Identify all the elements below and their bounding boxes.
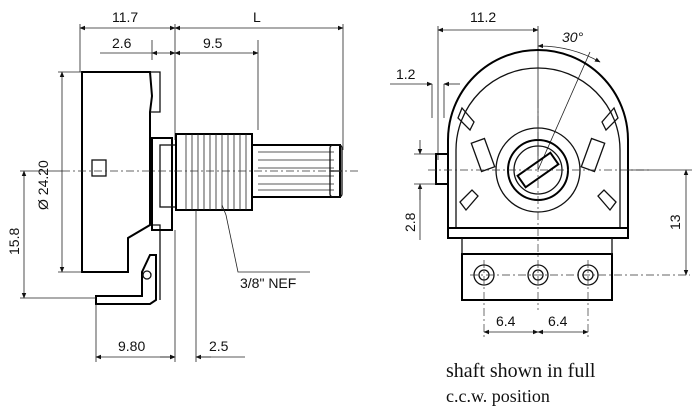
dim-label-2-6: 2.6: [112, 35, 132, 51]
pot-front-body: [447, 49, 629, 229]
shaft-slot: [516, 151, 560, 189]
mounting-lug: [95, 254, 157, 305]
thread-lines: [185, 134, 247, 210]
front-plate: [151, 137, 173, 231]
dim-label-15-8: 15.8: [6, 228, 22, 255]
side-view: 11.7 L 2.6 9.5: [6, 9, 360, 362]
shaft-knurl: [258, 151, 334, 191]
note-line-2: c.c.w. position: [446, 386, 550, 406]
pot-body: [81, 71, 154, 273]
dim-label-30: 30°: [562, 29, 584, 45]
dim-arc-30: [537, 43, 601, 63]
front-view: 11.2 30° 1.2 2.: [390, 9, 692, 338]
dim-label-L: L: [253, 9, 261, 25]
dim-label-2-8: 2.8: [402, 212, 418, 232]
threaded-bushing: [175, 133, 253, 211]
note-line-1: shaft shown in full: [446, 360, 596, 382]
dim-label-pitch-left: 6.4: [496, 313, 516, 329]
dim-label-1-2: 1.2: [396, 66, 416, 82]
terminal-block: [461, 253, 613, 301]
dim-label-13: 13: [667, 214, 683, 230]
rear-stub: [91, 159, 107, 177]
left-tab: [435, 153, 449, 185]
dim-label-2-5: 2.5: [209, 338, 229, 354]
dim-label-diameter: Ø 24.20: [35, 160, 51, 210]
thread-label: 3/8" NEF: [240, 275, 296, 291]
dim-label-9-5: 9.5: [203, 35, 223, 51]
dim-label-11-7: 11.7: [112, 9, 138, 25]
dim-label-11-2: 11.2: [470, 9, 496, 25]
dim-label-pitch-right: 6.4: [548, 313, 568, 329]
dim-label-9-80: 9.80: [118, 338, 145, 354]
